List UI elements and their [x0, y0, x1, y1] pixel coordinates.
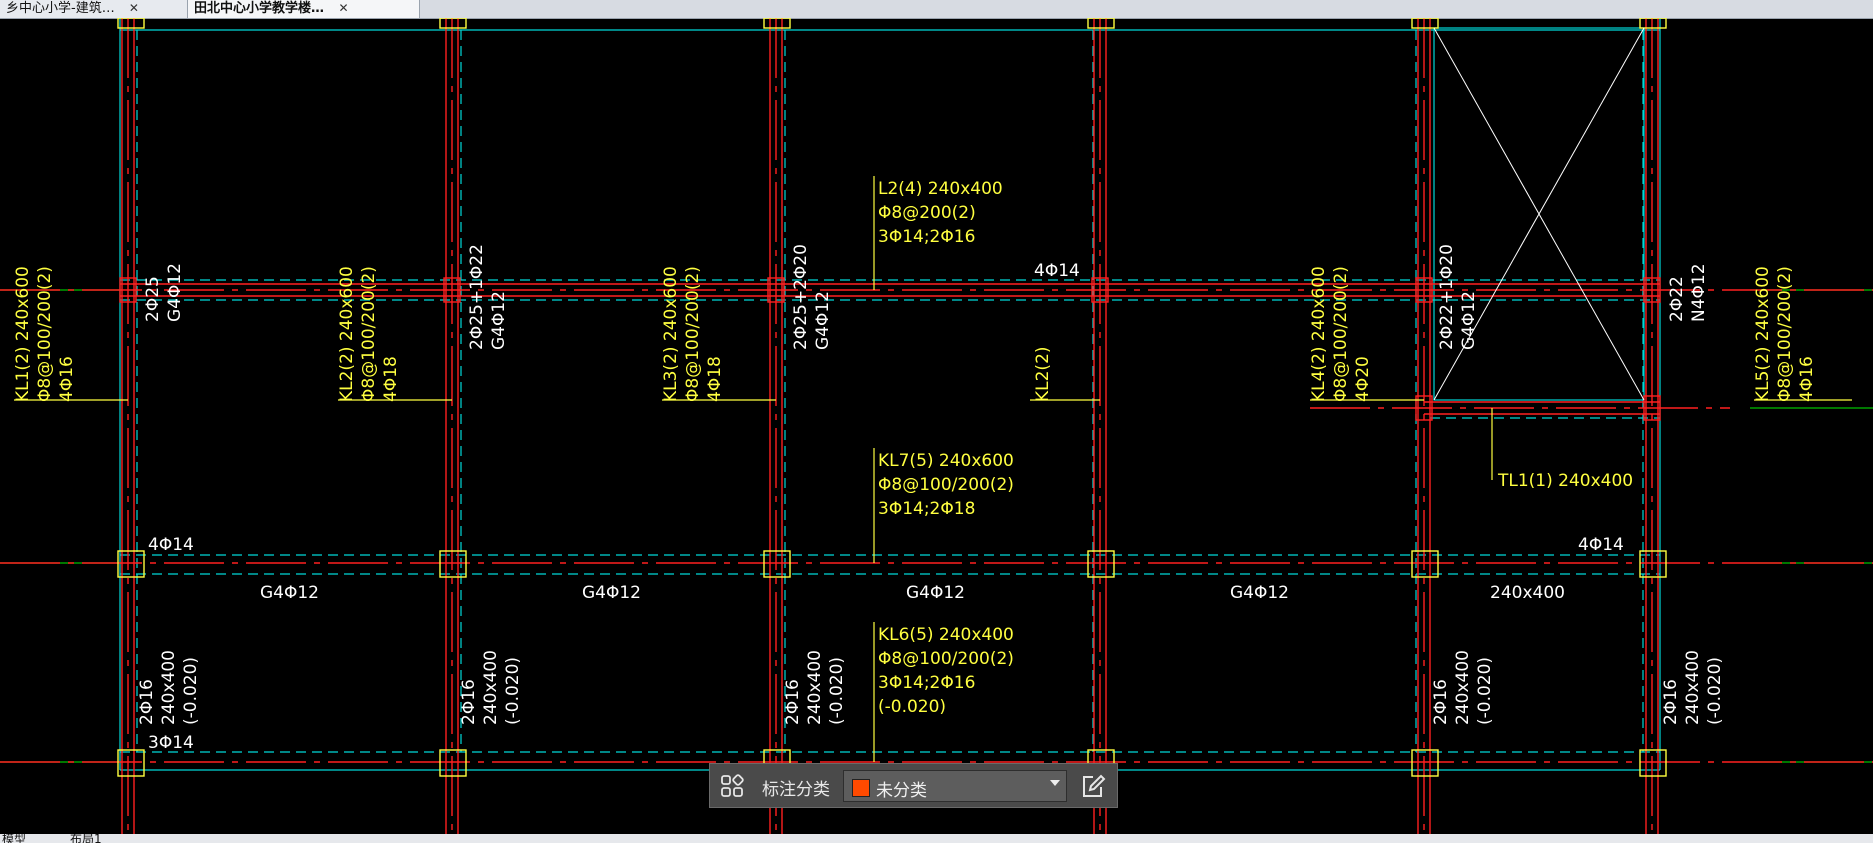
drawing-label: G4Φ12 [1230, 583, 1289, 603]
layout-tab-model[interactable]: 模型 [2, 834, 27, 843]
hatch-cross-white [1433, 27, 1645, 401]
beam-centerlines-red [0, 18, 1873, 834]
vertical-drawing-label: 2Φ16 [1431, 679, 1451, 725]
drawing-annotations: L2(4) 240x400Φ8@200(2)3Φ14;2Φ164Φ14KL7(5… [13, 179, 1817, 753]
vertical-drawing-label: KL3(2) 240x600 [661, 266, 681, 402]
drawing-label: (-0.020) [878, 697, 946, 717]
vertical-drawing-label: G4Φ12 [1459, 291, 1479, 350]
vertical-drawing-label: Φ8@100/200(2) [35, 266, 55, 402]
document-tab-1-active[interactable]: 田北中心小学教学楼… ✕ [188, 0, 420, 18]
vertical-drawing-label: G4Φ12 [813, 291, 833, 350]
vertical-drawing-label: 4Φ16 [1797, 356, 1817, 402]
vertical-drawing-label: KL1(2) 240x600 [13, 266, 33, 402]
vertical-drawing-label: Φ8@100/200(2) [683, 266, 703, 402]
drawing-label: 3Φ14;2Φ16 [878, 227, 975, 247]
vertical-drawing-label: 2Φ25+2Φ20 [791, 244, 811, 350]
drawing-label: 240x400 [1490, 583, 1565, 603]
annotation-category-label: 标注分类 [762, 780, 830, 800]
structural-beam-plan[interactable]: L2(4) 240x400Φ8@200(2)3Φ14;2Φ164Φ14KL7(5… [0, 18, 1873, 834]
document-tab-0[interactable]: 乡中心小学-建筑… ✕ [0, 0, 188, 18]
drawing-label: Φ8@200(2) [878, 203, 976, 223]
vertical-drawing-label: G4Φ12 [165, 263, 185, 322]
vertical-drawing-label: 240x400 [159, 650, 179, 725]
drawing-label: Φ8@100/200(2) [878, 475, 1014, 495]
layout-tab-strip: 模型 布局1 [0, 834, 1873, 843]
vertical-drawing-label: 2Φ22+1Φ20 [1437, 244, 1457, 350]
close-icon[interactable]: ✕ [338, 1, 349, 15]
wall-outlines-cyan [119, 18, 1661, 771]
leader-lines-yellow [14, 176, 1852, 762]
drawing-label: KL7(5) 240x600 [878, 451, 1014, 471]
vertical-drawing-label: KL4(2) 240x600 [1309, 266, 1329, 402]
grid-icon[interactable] [720, 774, 744, 798]
selected-category: 未分类 [876, 781, 927, 801]
vertical-drawing-label: (-0.020) [181, 657, 201, 725]
drawing-label: 4Φ14 [148, 535, 194, 555]
vertical-drawing-label: 2Φ16 [783, 679, 803, 725]
drawing-label: 4Φ14 [1034, 261, 1080, 281]
vertical-drawing-label: KL2(2) 240x600 [337, 266, 357, 402]
vertical-drawing-label: 240x400 [805, 650, 825, 725]
vertical-drawing-label: 4Φ20 [1353, 356, 1373, 402]
drawing-label: G4Φ12 [906, 583, 965, 603]
drawing-label: 3Φ14 [148, 733, 194, 753]
vertical-drawing-label: Φ8@100/200(2) [1775, 266, 1795, 402]
vertical-drawing-label: 240x400 [481, 650, 501, 725]
vertical-drawing-label: G4Φ12 [489, 291, 509, 350]
vertical-drawing-label: KL5(2) 240x600 [1753, 266, 1773, 402]
vertical-drawing-label: (-0.020) [503, 657, 523, 725]
vertical-drawing-label: 2Φ22 [1667, 276, 1687, 322]
vertical-drawing-label: (-0.020) [827, 657, 847, 725]
vertical-drawing-label: Φ8@100/200(2) [1331, 266, 1351, 402]
vertical-drawing-label: 4Φ18 [381, 356, 401, 402]
drawing-label: G4Φ12 [582, 583, 641, 603]
drawing-label: G4Φ12 [260, 583, 319, 603]
annotation-category-toolbar: 标注分类 未分类 [709, 763, 1118, 808]
vertical-drawing-label: 2Φ25 [143, 276, 163, 322]
vertical-drawing-label: (-0.020) [1705, 657, 1725, 725]
column-ticks-red [119, 277, 1661, 421]
drawing-label: 4Φ14 [1578, 535, 1624, 555]
drawing-label: 3Φ14;2Φ18 [878, 499, 975, 519]
tab-label: 田北中心小学教学楼… [194, 1, 325, 16]
vertical-drawing-label: KL2(2) [1033, 346, 1053, 402]
drawing-label: TL1(1) 240x400 [1497, 471, 1633, 491]
vertical-drawing-label: 2Φ16 [459, 679, 479, 725]
chevron-down-icon[interactable] [1050, 780, 1060, 786]
layout-tab-1[interactable]: 布局1 [70, 834, 102, 843]
vertical-drawing-label: 2Φ16 [137, 679, 157, 725]
drawing-label: Φ8@100/200(2) [878, 649, 1014, 669]
vertical-drawing-label: 2Φ25+1Φ22 [467, 244, 487, 350]
document-tab-bar: 乡中心小学-建筑… ✕ 田北中心小学教学楼… ✕ [0, 0, 1873, 19]
annotation-category-dropdown[interactable]: 未分类 [843, 770, 1067, 802]
tab-label: 乡中心小学-建筑… [6, 1, 115, 16]
vertical-drawing-label: 2Φ16 [1661, 679, 1681, 725]
vertical-drawing-label: 4Φ18 [705, 356, 725, 402]
vertical-drawing-label: Φ8@100/200(2) [359, 266, 379, 402]
close-icon[interactable]: ✕ [128, 1, 139, 15]
vertical-drawing-label: 4Φ16 [57, 356, 77, 402]
category-color-swatch [852, 779, 870, 797]
vertical-drawing-label: 240x400 [1683, 650, 1703, 725]
drawing-label: 3Φ14;2Φ16 [878, 673, 975, 693]
edit-icon[interactable] [1079, 773, 1107, 801]
drawing-label: KL6(5) 240x400 [878, 625, 1014, 645]
vertical-drawing-label: (-0.020) [1475, 657, 1495, 725]
vertical-drawing-label: 240x400 [1453, 650, 1473, 725]
vertical-drawing-label: N4Φ12 [1689, 263, 1709, 322]
drawing-label: L2(4) 240x400 [878, 179, 1003, 199]
